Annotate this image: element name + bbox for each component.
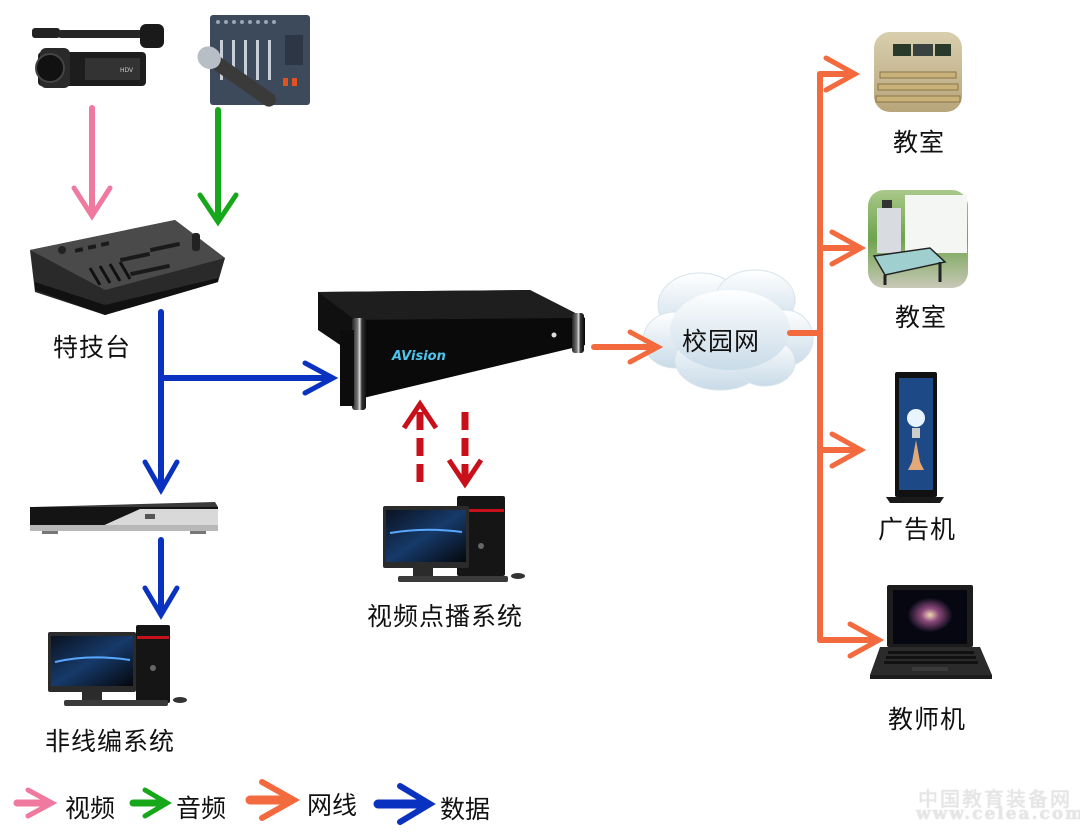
legend-network-arrow xyxy=(245,779,301,821)
classroom-1-photo-icon xyxy=(874,32,962,112)
campus-network-label: 校园网 xyxy=(682,327,761,356)
switcher-label: 特技台 xyxy=(53,333,132,362)
laptop-icon xyxy=(870,585,992,679)
svg-text:HDV: HDV xyxy=(120,67,134,74)
audio-mixer-icon xyxy=(197,15,310,107)
video-switcher-icon xyxy=(30,220,225,315)
network-arrow-to-teacher-pc xyxy=(817,621,885,659)
ad-player-label: 广告机 xyxy=(878,515,957,544)
vod-system-label: 视频点播系统 xyxy=(367,602,524,631)
legend-data-arrow xyxy=(373,783,436,825)
watermark-site-name: 中国教育装备网 xyxy=(918,787,1072,811)
teacher-pc-label: 教师机 xyxy=(888,705,967,734)
classroom-2-label: 教室 xyxy=(895,303,948,332)
network-bus xyxy=(787,71,823,643)
video-arrow xyxy=(71,105,113,221)
classroom-2-photo-icon xyxy=(868,190,968,288)
legend-network-label: 网线 xyxy=(307,791,358,820)
network-arrow-to-classroom-2 xyxy=(817,229,867,267)
watermark-url: www.celea.com xyxy=(916,804,1080,824)
data-arrow-switcher-to-server xyxy=(158,309,339,396)
vod-download-arrow xyxy=(446,412,484,489)
network-arrow-server-to-cloud xyxy=(591,329,664,365)
legend-video-arrow xyxy=(13,787,58,819)
server-brand-logo: AVision xyxy=(391,349,446,364)
nle-computer-icon xyxy=(48,625,187,706)
network-arrow-to-classroom-1 xyxy=(817,55,861,93)
legend-audio-arrow xyxy=(129,787,172,819)
audio-arrow xyxy=(197,107,239,227)
digital-signage-icon xyxy=(886,372,944,503)
vod-computer-icon xyxy=(383,496,525,582)
video-camera-icon: HDV xyxy=(32,24,164,88)
rack-server-icon: AVision xyxy=(318,290,585,410)
classroom-1-label: 教室 xyxy=(893,128,946,157)
vod-upload-arrow xyxy=(401,399,439,482)
legend-data-label: 数据 xyxy=(440,795,491,824)
data-arrow-recorder-to-nle xyxy=(142,537,180,620)
nle-system-label: 非线编系统 xyxy=(45,727,176,756)
network-arrow-to-ad-player xyxy=(817,431,867,469)
data-arrow-switcher-to-recorder xyxy=(142,375,180,496)
legend-audio-label: 音频 xyxy=(176,794,227,823)
legend-video-label: 视频 xyxy=(65,794,116,823)
blu-ray-recorder-icon xyxy=(30,502,218,534)
campus-network-cloud-icon xyxy=(642,269,814,391)
